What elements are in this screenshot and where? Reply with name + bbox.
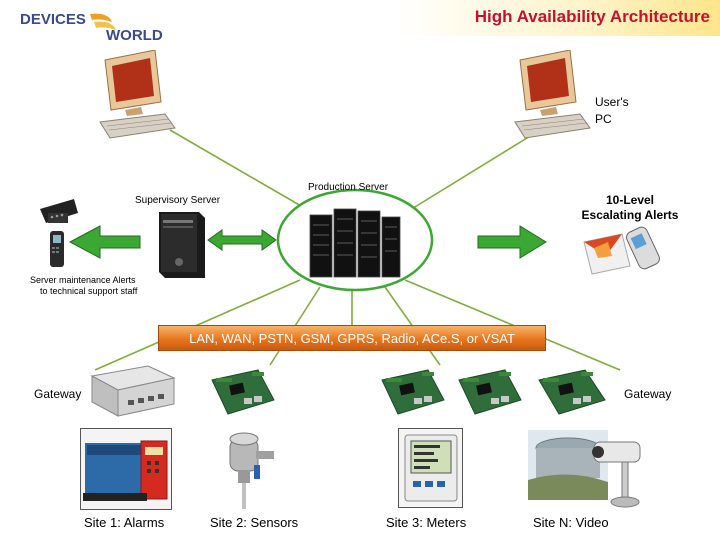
site-2-label: Site 2: Sensors — [210, 515, 299, 530]
site-sensors-image — [229, 432, 274, 509]
maintenance-label-line2: to technical support staff — [40, 286, 138, 296]
site-alarms-image — [80, 428, 172, 510]
gateway-left-image — [90, 365, 176, 417]
alerts-label-line1: 10-Level — [605, 193, 655, 207]
alerts-label-line2: Escalating Alerts — [581, 208, 679, 222]
site-3-label: Site 3: Meters — [386, 515, 467, 530]
production-server-label: Production Server — [308, 182, 389, 193]
supervisory-server-image — [159, 212, 205, 278]
circuit-board-2-image — [381, 369, 445, 415]
network-bar: LAN, WAN, PSTN, GSM, GPRS, Radio, ACe.S,… — [158, 325, 546, 351]
site-video-image — [528, 430, 641, 508]
maintenance-arrow — [68, 225, 141, 259]
user-pc-left-image — [99, 50, 176, 139]
site-n-label: Site N: Video — [533, 515, 609, 530]
supervisory-server-label: Supervisory Server — [135, 195, 221, 206]
gateway-right-label: Gateway — [624, 387, 672, 401]
gateway-left-label: Gateway — [34, 387, 82, 401]
network-label: LAN, WAN, PSTN, GSM, GPRS, Radio, ACe.S,… — [189, 330, 515, 346]
connector-left-pc — [169, 129, 309, 211]
site-1-label: Site 1: Alarms — [84, 515, 165, 530]
devices-world-logo: DEVICES WORLD — [20, 11, 163, 42]
page-title: High Availability Architecture — [474, 7, 710, 26]
production-server-rack-image — [309, 208, 401, 278]
sync-arrow — [207, 229, 277, 251]
phones-image — [40, 199, 78, 267]
circuit-board-4-image — [538, 369, 606, 415]
site-meters-image — [398, 428, 463, 508]
logo-text-bottom: WORLD — [106, 27, 163, 42]
maintenance-label-line1: Server maintenance Alerts — [30, 275, 136, 285]
alerts-arrow — [477, 225, 547, 259]
user-pc-label-line1: User's — [595, 95, 629, 109]
user-pc-right-image — [514, 50, 591, 139]
logo-text-top: DEVICES — [20, 11, 86, 28]
title-bar: High Availability Architecture — [395, 0, 720, 36]
circuit-board-3-image — [458, 369, 522, 415]
circuit-board-1-image — [211, 369, 275, 415]
user-pc-label-line2: PC — [595, 112, 612, 126]
alerts-image — [583, 226, 660, 275]
connector-right-pc — [409, 129, 541, 211]
